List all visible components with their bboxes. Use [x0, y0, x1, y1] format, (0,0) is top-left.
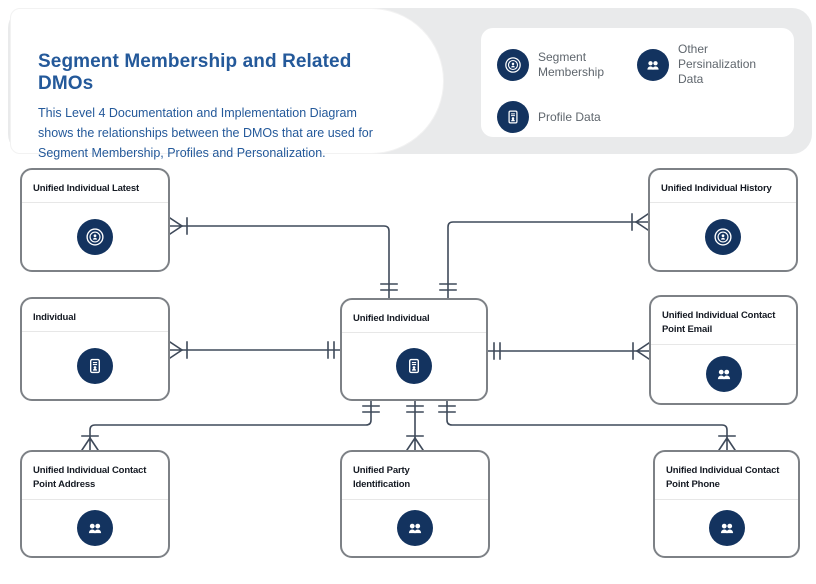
- legend-item-segment-membership: Segment Membership: [497, 48, 637, 81]
- edge-unified-to-latest: [168, 216, 398, 299]
- entity-title: Unified Individual Contact Point Phone: [655, 452, 798, 500]
- entity-title: Individual: [22, 299, 168, 333]
- legend: Segment Membership Other Persinalization…: [481, 28, 794, 137]
- crow-foot-one-or-many: [717, 435, 737, 452]
- people-icon: [708, 509, 745, 546]
- profile-data-icon: [77, 347, 113, 384]
- people-icon: [637, 48, 669, 81]
- crow-foot-one-or-many: [168, 340, 188, 360]
- entity-unified-individual-latest: Unified Individual Latest: [20, 168, 170, 272]
- profile-data-icon: [497, 101, 529, 133]
- legend-label: Segment Membership: [538, 49, 605, 79]
- entity-title: Unified Individual History: [650, 170, 796, 204]
- entity-unified-party-identification: Unified Party Identification: [340, 450, 490, 558]
- legend-label: Profile Data: [538, 109, 601, 124]
- legend-label: Other Persinalization Data: [678, 42, 757, 86]
- people-icon: [705, 355, 742, 392]
- edge-unified-to-individual: [168, 340, 341, 360]
- cardinality-exactly-one: [438, 405, 456, 413]
- entity-individual: Individual: [20, 297, 170, 401]
- entity-unified-individual-contact-point-phone: Unified Individual Contact Point Phone: [653, 450, 800, 558]
- edge-unified-to-address: [80, 400, 380, 452]
- cardinality-exactly-one: [327, 341, 335, 359]
- edge-unified-to-party: [405, 400, 425, 452]
- crow-foot-one-or-many: [631, 212, 650, 232]
- crow-foot-one-or-many: [405, 435, 425, 452]
- header-card: Segment Membership and Related DMOs This…: [10, 8, 444, 160]
- legend-item-other-personalization: Other Persinalization Data: [637, 42, 784, 87]
- cardinality-exactly-one: [362, 405, 380, 413]
- entity-title: Unified Individual Contact Point Email: [651, 297, 796, 345]
- edge-unified-to-phone: [438, 400, 737, 452]
- entity-title: Unified Individual Contact Point Address: [22, 452, 168, 500]
- profile-data-icon: [396, 348, 432, 385]
- cardinality-exactly-one: [406, 405, 424, 413]
- cardinality-exactly-one: [380, 283, 398, 291]
- page-description: This Level 4 Documentation and Implement…: [38, 106, 373, 160]
- crow-foot-one-or-many: [168, 216, 188, 236]
- entity-title: Unified Party Identification: [342, 452, 488, 500]
- cardinality-exactly-one: [493, 342, 501, 360]
- people-icon: [397, 509, 433, 546]
- segment-membership-icon: [497, 48, 529, 81]
- people-icon: [77, 509, 113, 546]
- entity-title: Unified Individual Latest: [22, 170, 168, 204]
- edge-unified-to-email: [487, 341, 651, 361]
- segment-membership-icon: [77, 218, 113, 255]
- entity-title: Unified Individual: [342, 300, 486, 334]
- edge-unified-to-history: [439, 212, 650, 299]
- crow-foot-one-or-many: [80, 435, 100, 452]
- page-title: Segment Membership and Related DMOs: [38, 51, 352, 94]
- entity-unified-individual-history: Unified Individual History: [648, 168, 798, 272]
- entity-unified-individual-contact-point-address: Unified Individual Contact Point Address: [20, 450, 170, 558]
- cardinality-exactly-one: [439, 283, 457, 291]
- legend-item-profile-data: Profile Data: [497, 101, 637, 133]
- segment-membership-icon: [705, 218, 741, 255]
- crow-foot-one-or-many: [632, 341, 651, 361]
- entity-unified-individual: Unified Individual: [340, 298, 488, 401]
- entity-unified-individual-contact-point-email: Unified Individual Contact Point Email: [649, 295, 798, 405]
